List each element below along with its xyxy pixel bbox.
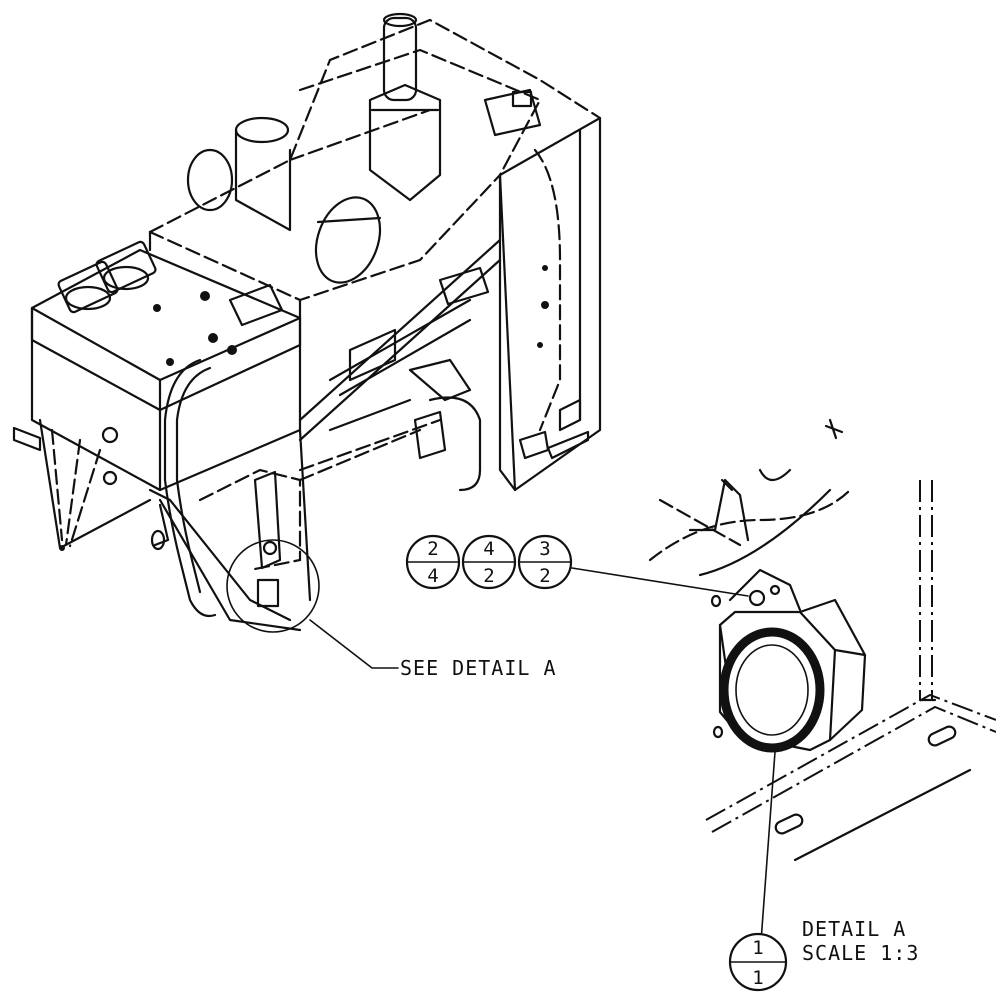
bubble-group-leader [571,567,749,597]
detail-title: DETAIL A [802,917,906,941]
see-detail-leader [309,619,399,669]
detail-a-view [648,418,996,956]
bubble-1-bottom: 4 [427,565,438,587]
see-detail-label: SEE DETAIL A [400,656,557,680]
bubble-3-bottom: 2 [539,565,550,587]
detail-item-leader [759,751,776,956]
radiator-frame [498,116,602,492]
callout-bubble-3: 3 2 [517,534,573,590]
callout-bubble-group: 2 4 4 2 3 2 [405,534,573,590]
callout-bubble-4: 1 1 [728,932,788,992]
main-assembly [12,12,602,669]
chassis-internals [228,238,502,492]
bubble-1-top: 2 [427,538,438,560]
hoses-lower-mount [148,358,442,632]
bubble-4-bottom: 1 [752,967,763,989]
bubble-2-top: 4 [483,538,494,560]
detail-locator-circle [226,539,320,633]
callout-bubble-1: 2 4 [405,534,461,590]
detail-component [710,568,867,753]
upper-housing [148,12,602,320]
bubble-2-bottom: 2 [483,565,494,587]
callout-bubble-2: 4 2 [461,534,517,590]
bubble-3-top: 3 [539,538,550,560]
tank-block [12,240,302,551]
bubble-4-top: 1 [752,937,763,959]
detail-scale: SCALE 1:3 [802,941,919,965]
